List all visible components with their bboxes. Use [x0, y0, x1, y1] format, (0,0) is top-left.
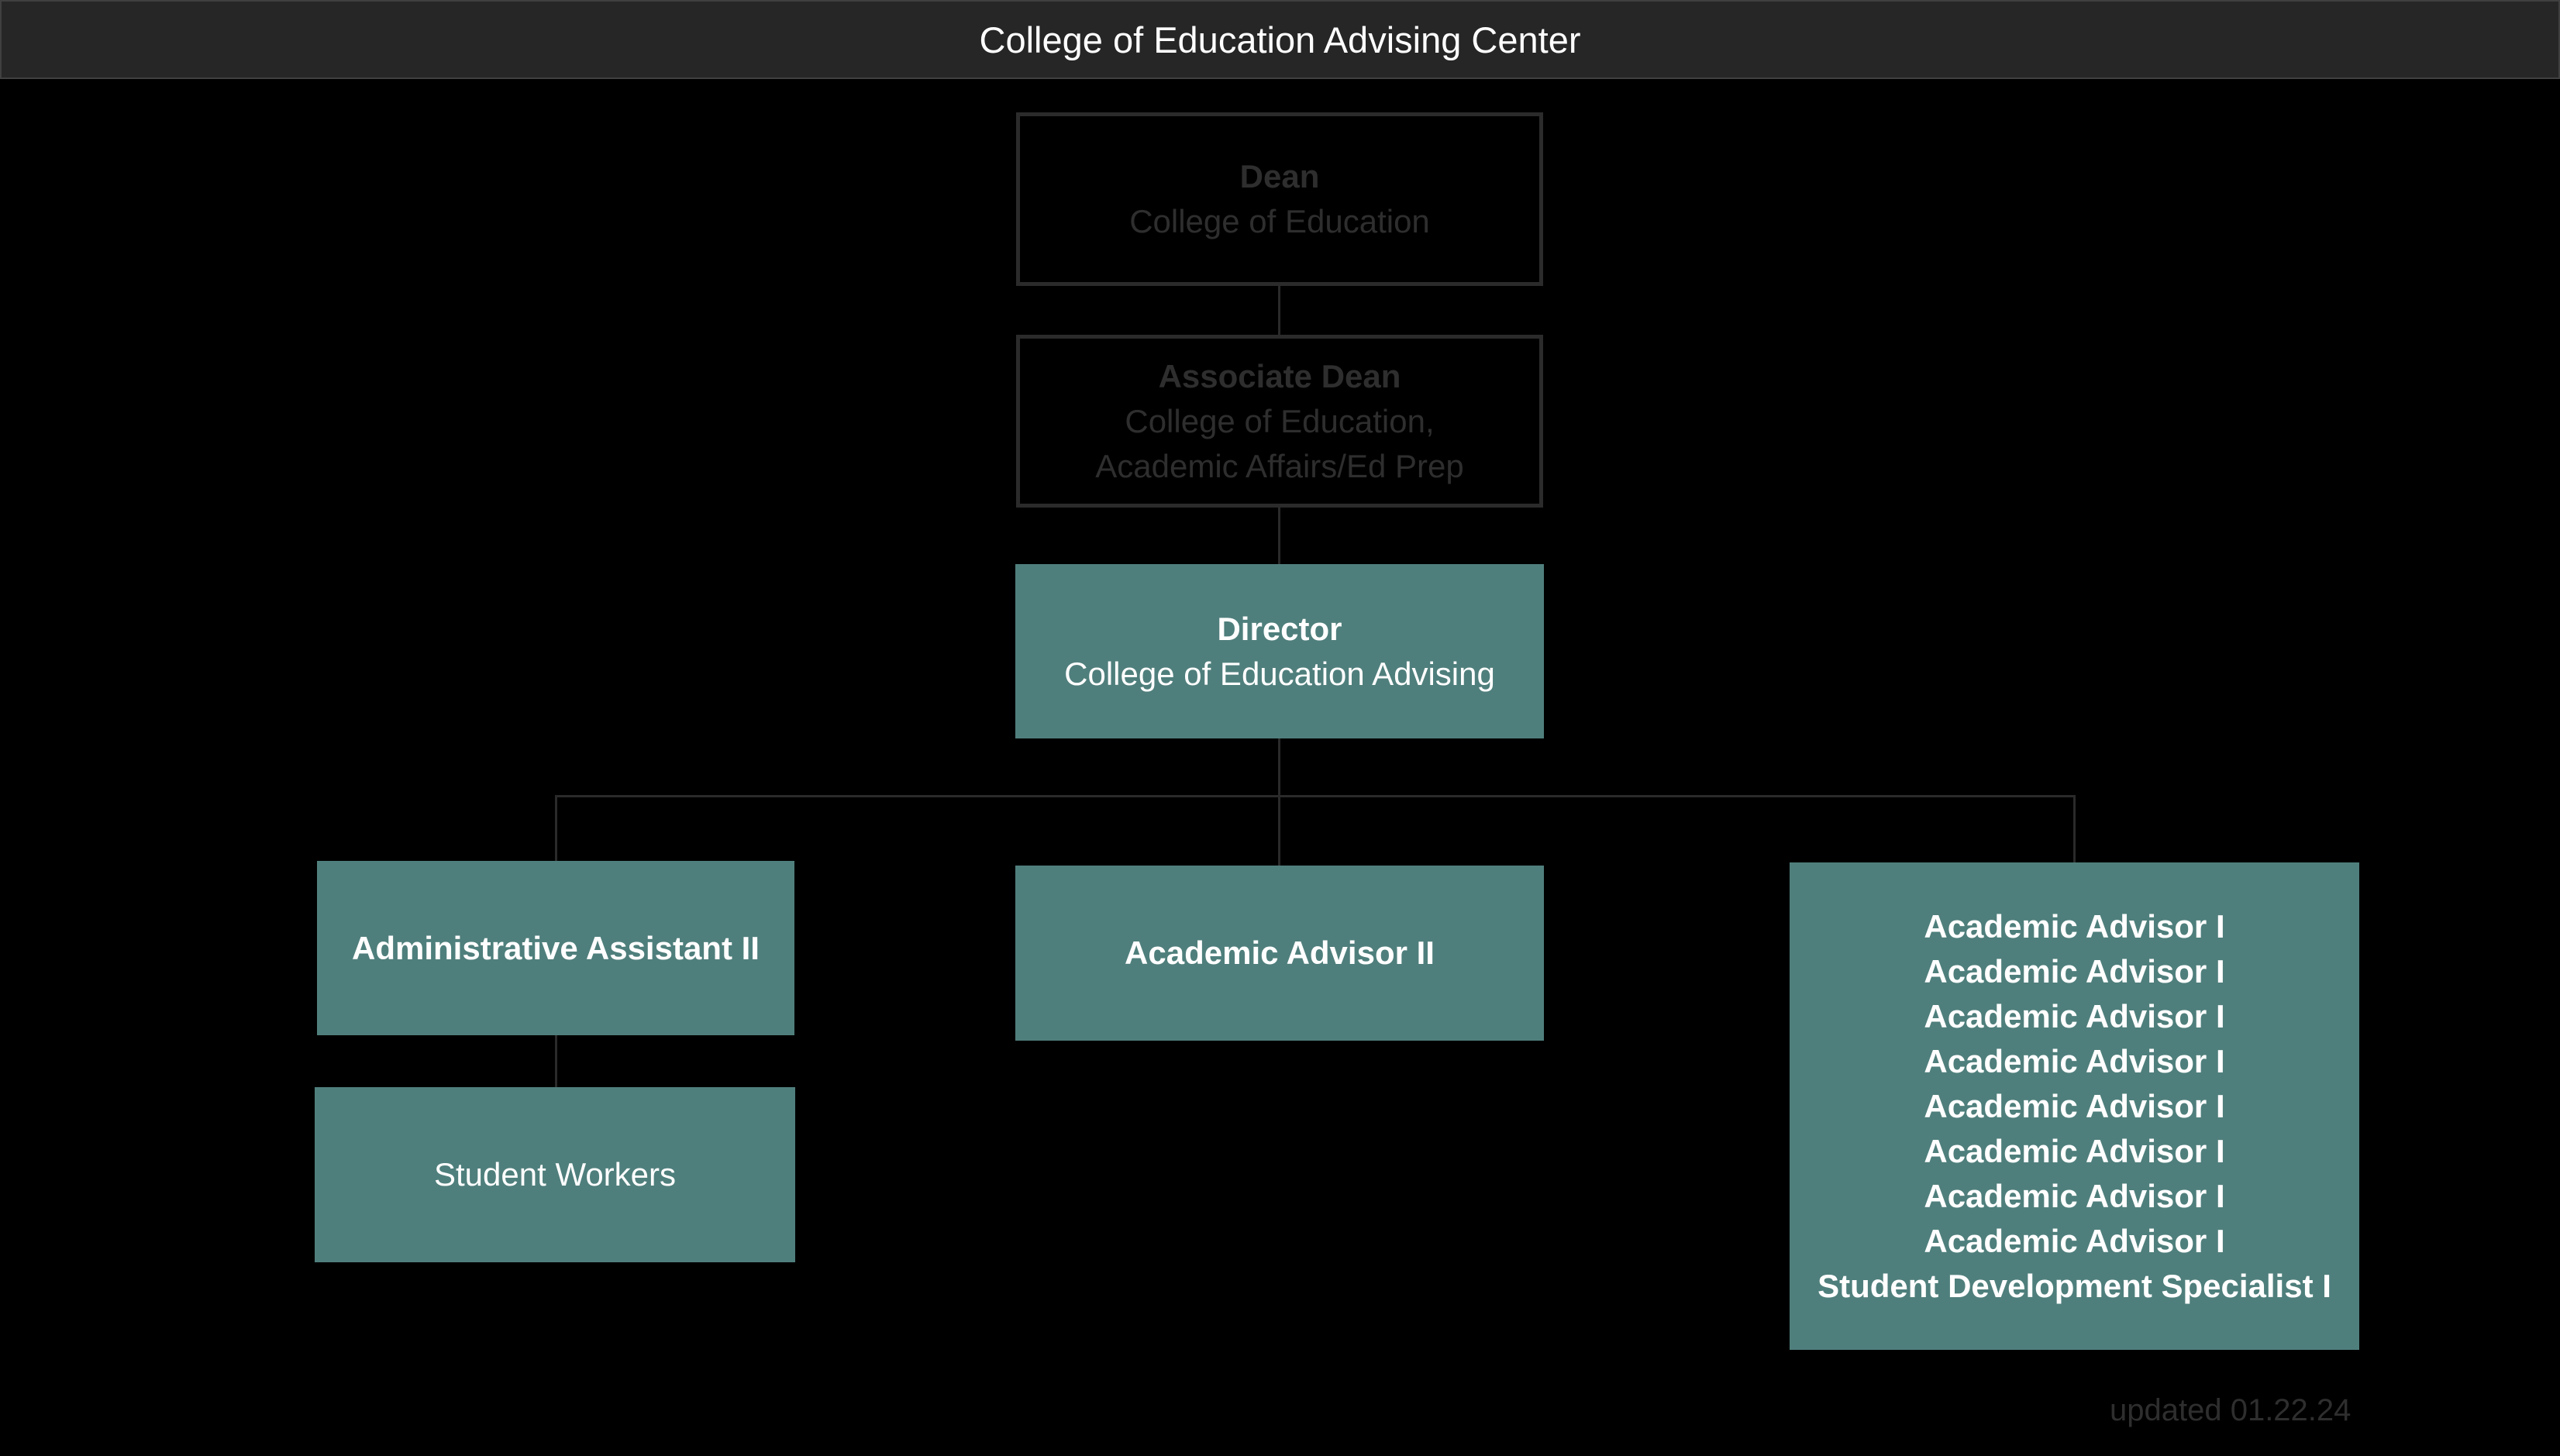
- director-box: Director College of Education Advising: [1015, 564, 1544, 738]
- academic-advisor-ii-title: Academic Advisor II: [1125, 935, 1435, 971]
- associate-dean-unit-line2: Academic Affairs/Ed Prep: [1095, 447, 1464, 484]
- student-workers-title: Student Workers: [433, 1156, 677, 1193]
- title-bar: College of Education Advising Center: [0, 0, 2560, 79]
- connector-horizontal: [555, 795, 2076, 797]
- academic-advisor-ii-box: Academic Advisor II: [1015, 866, 1544, 1041]
- connector-assoc-director: [1278, 508, 1280, 564]
- connector-to-advisor-team: [2073, 795, 2076, 862]
- dean-unit: College of Education: [1129, 203, 1430, 239]
- dean-title: Dean: [1239, 158, 1320, 194]
- team-member: Academic Advisor I: [1924, 1177, 2225, 1214]
- dean-box: Dean College of Education: [1016, 112, 1543, 286]
- administrative-assistant-box: Administrative Assistant II: [317, 861, 794, 1035]
- team-member: Academic Advisor I: [1924, 997, 2225, 1034]
- updated-date: updated 01.22.24: [2110, 1393, 2352, 1427]
- connector-director-down: [1278, 738, 1280, 866]
- connector-to-admin: [555, 795, 557, 861]
- team-member: Academic Advisor I: [1924, 907, 2225, 945]
- associate-dean-unit-line1: College of Education,: [1125, 402, 1435, 439]
- page-title: College of Education Advising Center: [979, 19, 1581, 60]
- administrative-assistant-title: Administrative Assistant II: [352, 930, 760, 966]
- team-member: Academic Advisor I: [1924, 1132, 2225, 1169]
- director-title: Director: [1217, 610, 1342, 647]
- director-unit: College of Education Advising: [1064, 655, 1495, 692]
- connector-admin-students: [555, 1035, 557, 1087]
- team-member: Academic Advisor I: [1924, 1087, 2225, 1124]
- advisor-team-box: Academic Advisor I Academic Advisor I Ac…: [1790, 862, 2359, 1350]
- student-workers-box: Student Workers: [315, 1087, 795, 1262]
- team-member: Academic Advisor I: [1924, 1222, 2225, 1259]
- associate-dean-title: Associate Dean: [1158, 357, 1401, 394]
- team-member: Academic Advisor I: [1924, 952, 2225, 990]
- team-member: Student Development Specialist I: [1817, 1267, 2331, 1304]
- connector-dean-assoc: [1278, 286, 1280, 335]
- associate-dean-box: Associate Dean College of Education, Aca…: [1016, 335, 1543, 508]
- team-member: Academic Advisor I: [1924, 1042, 2225, 1079]
